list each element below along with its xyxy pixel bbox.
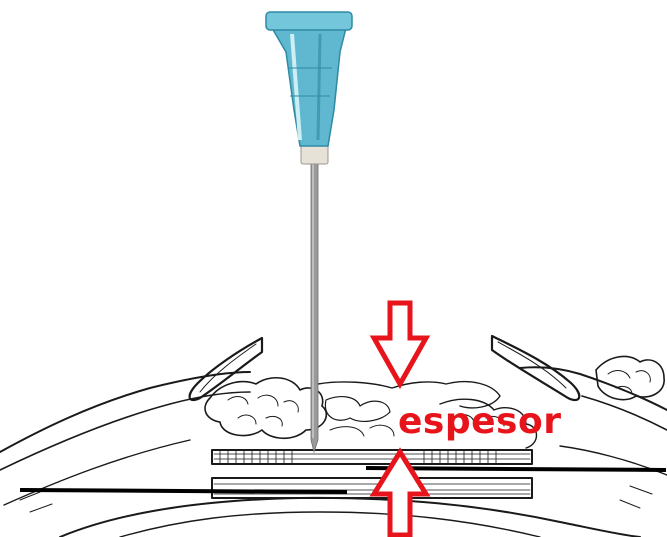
- lower-reference-line: [22, 490, 345, 492]
- needle-collar: [301, 144, 328, 164]
- needle: [266, 12, 352, 452]
- needle-shaft: [311, 162, 318, 452]
- reference-lines: [22, 468, 664, 492]
- down-arrow: [374, 303, 426, 384]
- thickness-label: espesor: [398, 400, 561, 444]
- anatomy-illustration: [0, 336, 667, 537]
- needle-hub: [272, 28, 346, 146]
